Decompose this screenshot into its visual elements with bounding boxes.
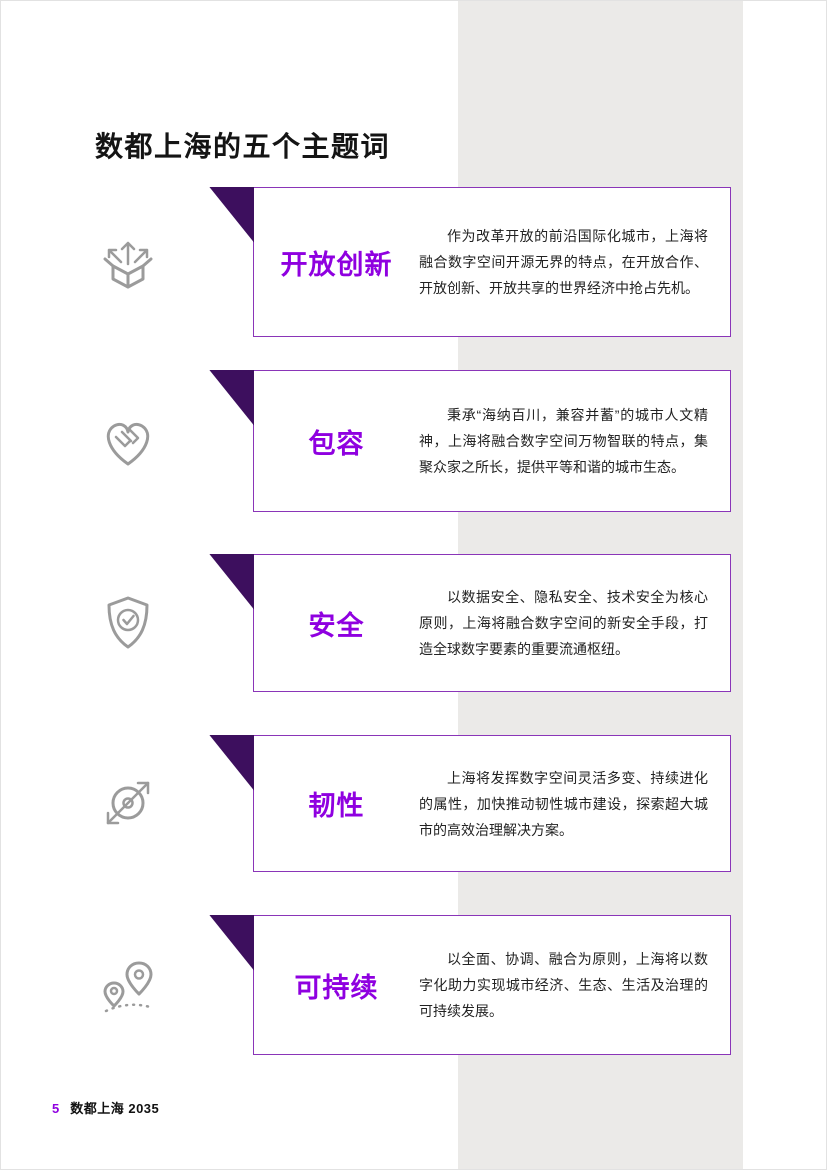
page-footer: 5 数都上海 2035 (52, 1098, 159, 1117)
corner-triangle (209, 734, 254, 791)
corner-triangle (209, 369, 254, 426)
open-box-arrows-icon (92, 226, 164, 298)
theme-description: 上海将发挥数字空间灵活多变、持续进化的属性，加快推动韧性城市建设，探索超大城市的… (419, 769, 708, 838)
theme-card-sustainability: 可持续 以全面、协调、融合为原则，上海将以数字化助力实现城市经济、生态、生活及治… (209, 914, 731, 1055)
corner-triangle (209, 914, 254, 971)
theme-card-inclusive: 包容 秉承“海纳百川，兼容并蓄”的城市人文精神，上海将融合数字空间万物智联的特点… (209, 369, 731, 512)
theme-description: 作为改革开放的前沿国际化城市，上海将融合数字空间开源无界的特点，在开放合作、开放… (419, 228, 708, 296)
theme-card-resilience: 韧性 上海将发挥数字空间灵活多变、持续进化的属性，加快推动韧性城市建设，探索超大… (209, 734, 731, 872)
document-title: 数都上海 2035 (70, 1101, 160, 1116)
theme-description: 以全面、协调、融合为原则，上海将以数字化助力实现城市经济、生态、生活及治理的可持… (419, 951, 708, 1019)
page-number: 5 (52, 1101, 60, 1116)
theme-keyword: 安全 (308, 610, 365, 641)
theme-card-open-innovation: 开放创新 作为改革开放的前沿国际化城市，上海将融合数字空间开源无界的特点，在开放… (209, 186, 731, 337)
theme-description: 以数据安全、隐私安全、技术安全为核心原则，上海将融合数字空间的新安全手段，打造全… (419, 589, 708, 657)
compass-arrow-icon (92, 767, 164, 839)
theme-keyword: 韧性 (308, 791, 365, 821)
theme-card-security: 安全 以数据安全、隐私安全、技术安全为核心原则，上海将融合数字空间的新安全手段，… (209, 553, 731, 692)
theme-keyword: 开放创新 (280, 249, 393, 280)
handshake-heart-icon (92, 405, 164, 477)
theme-description: 秉承“海纳百川，兼容并蓄”的城市人文精神，上海将融合数字空间万物智联的特点，集聚… (419, 407, 708, 475)
theme-keyword: 可持续 (294, 972, 379, 1003)
theme-keyword: 包容 (308, 428, 365, 459)
page-title: 数都上海的五个主题词 (95, 130, 391, 162)
location-pins-icon (92, 949, 164, 1021)
corner-triangle (209, 186, 254, 243)
corner-triangle (209, 553, 254, 610)
shield-check-icon (92, 587, 164, 659)
